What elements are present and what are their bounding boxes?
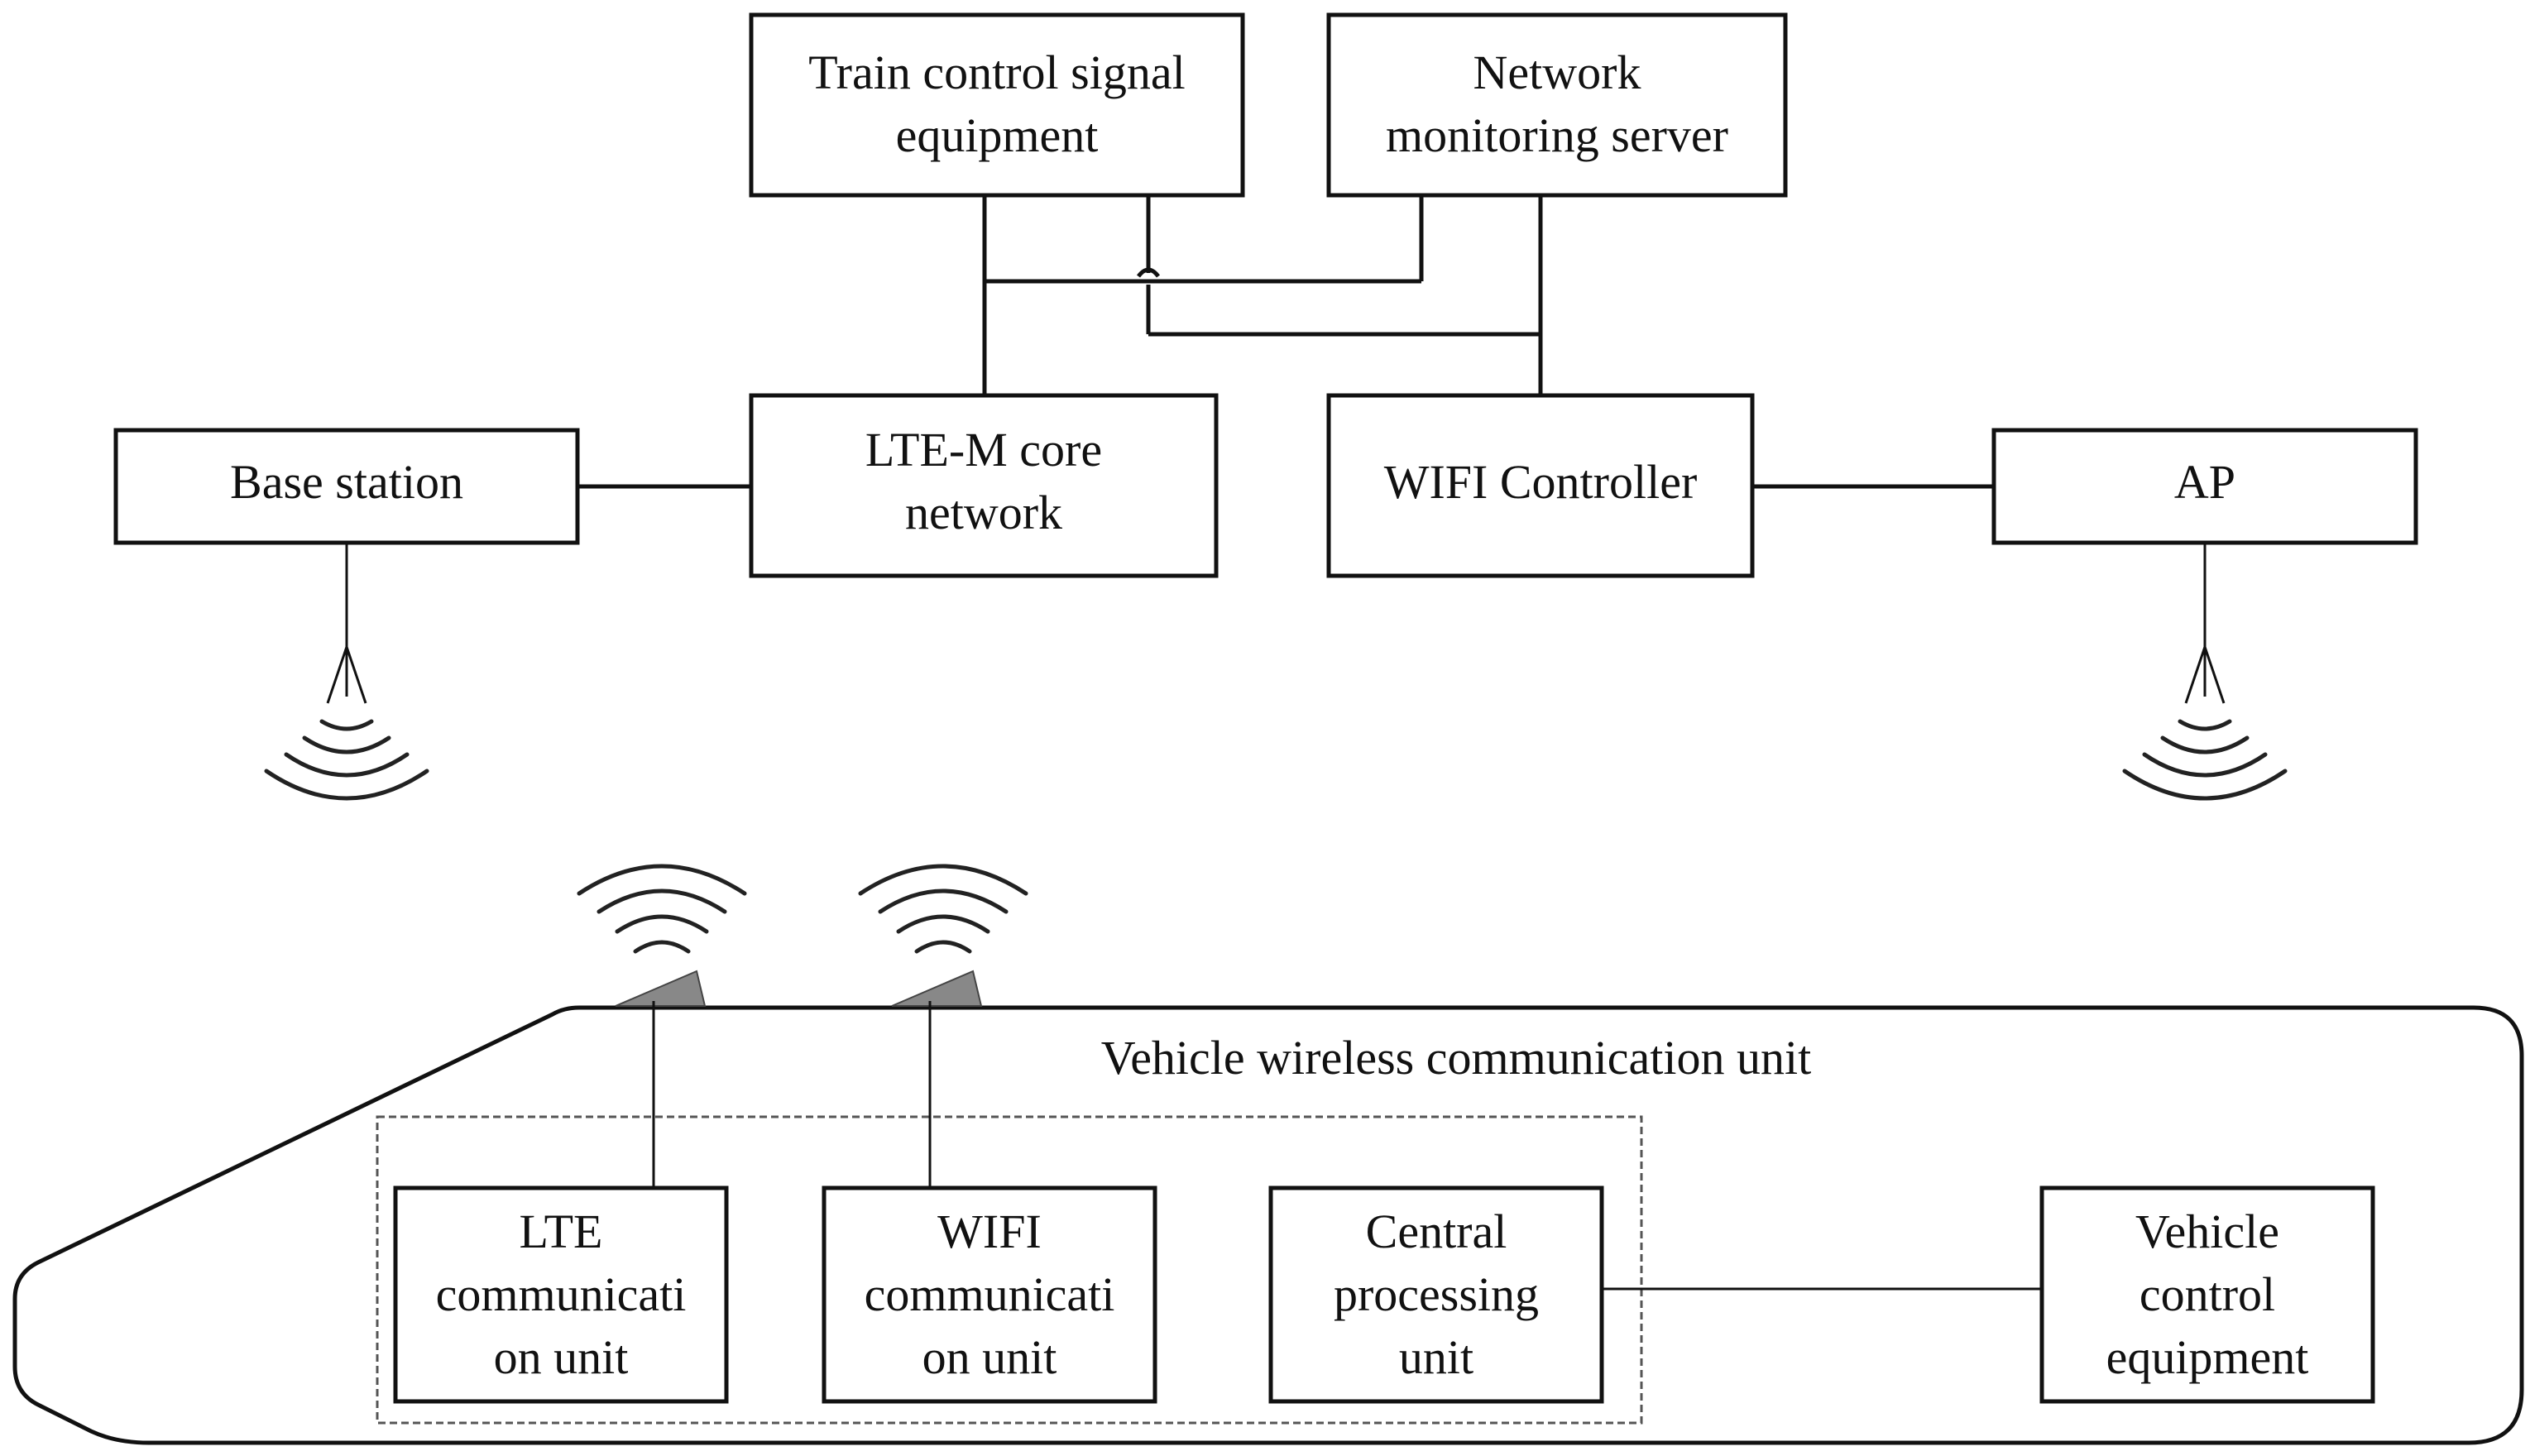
node-label: WIFI	[937, 1205, 1042, 1258]
vehicle-wireless-communication-unit-label: Vehicle wireless communication unit	[1101, 1031, 1812, 1085]
node-label: Network	[1473, 46, 1641, 99]
node-label: communicati	[865, 1267, 1115, 1321]
node-label: monitoring server	[1386, 108, 1728, 162]
node-label: equipment	[2106, 1330, 2309, 1384]
vehicle-wireless-unit-group-outline	[376, 1115, 1643, 1425]
wireless-signal-icon	[264, 719, 429, 801]
antenna-icon	[326, 543, 367, 704]
wireless-signal-icon	[577, 864, 747, 954]
node-label: Train control signal	[808, 46, 1185, 99]
central-processing-unit-box: Central processing unit	[1268, 1185, 1604, 1404]
node-label: network	[905, 486, 1062, 539]
wireless-signal-icon	[2122, 719, 2288, 801]
node-label: control	[2139, 1267, 2275, 1321]
antenna-icon	[615, 970, 707, 1188]
node-label: LTE-M core	[865, 423, 1102, 477]
node-label: AP	[2174, 455, 2235, 509]
node-label: WIFI Controller	[1384, 455, 1698, 509]
wireless-signal-icon	[858, 864, 1028, 954]
train-control-signal-equipment-box: Train control signal equipment	[749, 12, 1245, 198]
node-label: Central	[1366, 1205, 1507, 1258]
node-label: processing	[1334, 1267, 1539, 1321]
lte-communication-unit-box: LTE communicati on unit	[393, 1185, 729, 1404]
node-label: Base station	[230, 455, 463, 509]
wifi-controller-box: WIFI Controller	[1326, 393, 1755, 578]
antenna-icon	[891, 970, 983, 1188]
node-label: LTE	[520, 1205, 603, 1258]
lte-m-core-network-box: LTE-M core network	[749, 393, 1219, 578]
ap-box: AP	[1991, 428, 2418, 545]
network-monitoring-server-box: Network monitoring server	[1326, 12, 1788, 198]
top-connectors	[577, 195, 1994, 489]
node-label: on unit	[922, 1330, 1057, 1384]
antenna-icon	[2184, 543, 2226, 704]
node-label: equipment	[896, 108, 1099, 162]
wifi-communication-unit-box: WIFI communicati on unit	[822, 1185, 1157, 1404]
vehicle-control-equipment-box: Vehicle control equipment	[2039, 1185, 2375, 1404]
base-station-box: Base station	[113, 428, 580, 545]
vehicle-body-outline	[12, 1005, 2524, 1445]
node-label: communicati	[436, 1267, 687, 1321]
node-label: on unit	[494, 1330, 629, 1384]
node-label: unit	[1399, 1330, 1473, 1384]
node-label: Vehicle	[2135, 1205, 2279, 1258]
